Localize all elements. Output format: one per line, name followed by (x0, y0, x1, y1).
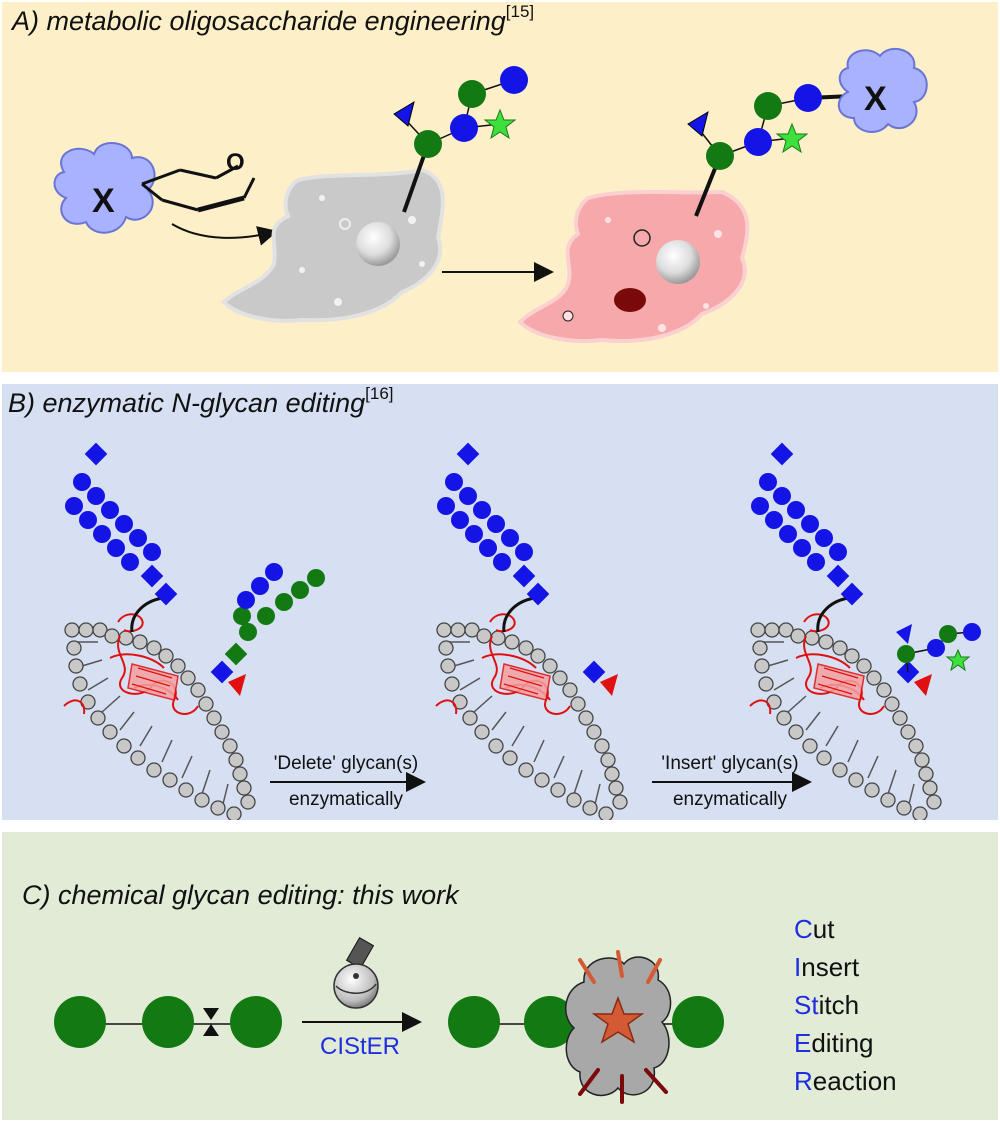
acronym-line-reaction: Reaction (794, 1068, 897, 1094)
glucose-circle-icon (450, 114, 478, 142)
acronym-letter: I (794, 952, 802, 982)
panel-b-reference: [16] (365, 384, 394, 403)
sugar-chair-ring (141, 164, 256, 213)
panel-a-title: A) metabolic oligosaccharide engineering… (12, 2, 534, 37)
starting-glycan-chain (54, 996, 282, 1048)
payload-x-label-left: X (92, 182, 115, 220)
panel-b-title-text: B) enzymatic N-glycan editing (8, 388, 366, 418)
acronym-rest: diting (811, 1028, 874, 1058)
delete-label: 'Delete' glycan(s) (274, 753, 419, 774)
glucose-circle-icon (794, 84, 822, 112)
mannose-circle-icon (458, 80, 486, 108)
acronym-line-insert: Insert (794, 954, 859, 980)
sialic-star-icon (775, 122, 809, 154)
payload-cloud-right (838, 47, 928, 133)
mannose-circle-icon (706, 142, 734, 170)
acronym-rest: eaction (812, 1066, 897, 1096)
pink-cell-glycan: X (687, 47, 928, 217)
glucose-circle-icon (500, 66, 528, 94)
acronym-rest: nsert (801, 952, 860, 982)
panel-b-title: B) enzymatic N-glycan editing[16] (8, 384, 394, 419)
acronym-letter: C (794, 914, 813, 944)
mannose-circle-icon (414, 130, 442, 158)
glucose-circle-icon (744, 128, 772, 156)
cister-label: CIStER (320, 1033, 400, 1060)
complex-glycan-stage-1 (210, 563, 325, 696)
acronym-line-stitch: Stitch (794, 992, 859, 1018)
panel-c: C) chemical glycan editing: this work (2, 832, 998, 1120)
acronym-letter: St (794, 990, 819, 1020)
grey-cell (221, 167, 445, 323)
ring-oxygen-label: O (226, 149, 245, 176)
mannose-circle-icon (754, 92, 782, 120)
flask-icon (333, 937, 379, 1009)
mannose-circle-icon (672, 996, 724, 1048)
panel-a-illustration: X O (53, 47, 928, 344)
edited-glycan-chain (448, 950, 724, 1104)
cleavage-site-icon (203, 1008, 219, 1020)
membrane-protein-stage-3 (749, 441, 981, 820)
mannose-circle-icon (142, 996, 194, 1048)
acronym-line-editing: Editing (794, 1030, 874, 1056)
membrane-protein-stage-2 (435, 441, 628, 820)
panel-c-illustration: CIStER (54, 937, 724, 1104)
acronym-rest: itch (818, 990, 860, 1020)
panel-a-title-text: A) metabolic oligosaccharide engineering (12, 6, 506, 36)
mannose-circle-icon (448, 996, 500, 1048)
grey-cell-glycan (393, 66, 528, 213)
acronym-letter: E (794, 1028, 812, 1058)
fucose-triangle-icon (687, 110, 709, 137)
cleavage-site-icon (203, 1024, 219, 1036)
panel-a: A) metabolic oligosaccharide engineering… (2, 2, 998, 372)
acronym-line-cut: Cut (794, 916, 834, 942)
insert-enzymatically-label: enzymatically (673, 789, 788, 810)
acronym-rest: ut (812, 914, 835, 944)
acronym-letter: R (794, 1066, 813, 1096)
payload-cloud-left: X (53, 141, 156, 234)
panel-c-title: C) chemical glycan editing: this work (22, 880, 459, 910)
panel-b: B) enzymatic N-glycan editing[16] (2, 384, 998, 820)
panel-b-illustration: 'Delete' glycan(s) enzymatically 'Insert… (63, 441, 981, 820)
sialic-star-icon (483, 108, 517, 140)
mannose-circle-icon (54, 996, 106, 1048)
delete-enzymatically-label: enzymatically (289, 789, 404, 810)
pink-cell (517, 189, 750, 344)
panel-a-reference: [15] (505, 2, 535, 21)
inserted-star-icon (591, 995, 645, 1044)
insert-label: 'Insert' glycan(s) (661, 753, 798, 774)
mannose-circle-icon (524, 996, 576, 1048)
uptake-arrow (171, 223, 278, 246)
fucose-triangle-icon (393, 100, 415, 127)
mannose-circle-icon (230, 996, 282, 1048)
payload-x-label-right: X (864, 80, 887, 118)
inserted-glycan (896, 623, 981, 673)
